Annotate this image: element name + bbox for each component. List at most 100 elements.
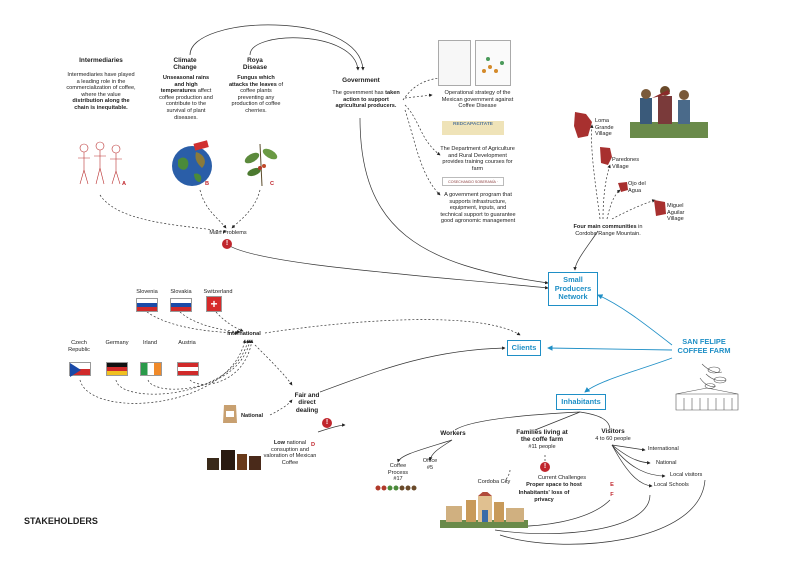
families-count: #11 people: [528, 444, 556, 450]
roya-title-1: Roya: [247, 57, 263, 64]
coffee-bag-icon: [223, 405, 237, 423]
fair-direct-dealing-label: Fair and direct dealing: [290, 392, 324, 414]
government-banner-1: REDCAPACITATE: [442, 121, 504, 135]
flag-slovakia-icon: [170, 298, 192, 312]
workers-title: Workers: [440, 430, 466, 437]
village-map-ojo-del-agua: [618, 182, 628, 192]
government-banner-2: COSECHANDO SOBERANÍA · SEGALMEX: [442, 177, 504, 186]
government-item-3: A government program that supports infra…: [440, 192, 516, 225]
village-map-loma-grande: [574, 112, 592, 138]
flag-ireland-icon: [140, 362, 162, 376]
visitor-type-local-schools: Local Schools: [654, 482, 689, 488]
village-4-name-3: Village: [667, 216, 684, 223]
government-item-1: Operational strategy of the Mexican gove…: [441, 90, 514, 110]
flag-switzerland-icon: +: [206, 296, 222, 312]
flag-austria-icon: [177, 362, 199, 376]
earth-globe-illustration: [172, 140, 212, 186]
roya-text-rest: of coffee plants preventing any producti…: [231, 81, 284, 114]
intermediaries-text-1: Intermediaries have played a leading rol…: [66, 72, 136, 98]
climate-title-2: Change: [173, 64, 197, 72]
intermediaries-title: Intermediaries: [79, 57, 123, 64]
climate-text-rest: affect coffee production and contribute …: [159, 88, 213, 121]
main-problems-label: Main Problems: [209, 230, 247, 236]
challenge-item-2: Inhabitants' loss of privacy: [518, 490, 570, 503]
intermediaries-illustration: [78, 141, 122, 185]
san-felipe-coffee-farm-title[interactable]: SAN FELIPE COFFEE FARM: [672, 337, 736, 355]
letter-e: E: [610, 482, 614, 488]
village-map-paredones: [600, 147, 612, 165]
small-producers-network-node[interactable]: Small Producers Network: [548, 272, 598, 306]
climate-title-1: Climate: [173, 57, 197, 64]
village-label-paredones: Paredones Village: [612, 157, 648, 170]
international-hub-label: International: [227, 331, 261, 337]
intermediaries-text: Intermediaries have played a leading rol…: [66, 72, 136, 112]
document-chart-icon: [482, 57, 504, 73]
mexican-coffee-products-illustration: [207, 450, 261, 470]
country-germany: Germany: [105, 340, 129, 346]
national-hub-label: National: [240, 413, 264, 419]
village-2-name-2: Village: [612, 163, 629, 170]
main-problems-alert-icon: !: [222, 239, 232, 249]
village-3-name-2: Agua: [628, 187, 642, 194]
flag-germany-icon: [106, 362, 128, 376]
office-label: Office #5: [418, 458, 442, 471]
visitor-type-international: International: [648, 446, 679, 452]
letter-d: D: [310, 442, 316, 448]
visitors-title: Visitors: [601, 428, 625, 435]
village-4-name-2: Aguilar: [667, 209, 685, 216]
communities-text-rest: in Cordoba Range Mountain.: [575, 224, 643, 237]
visitor-type-national: National: [656, 460, 677, 466]
roya-title: Roya Disease: [235, 57, 275, 72]
communities-text-bold: Four main communities: [573, 224, 637, 230]
cordoba-city-label: Cordoba City: [477, 479, 511, 485]
government-item-2: The Department of Agriculture and Rural …: [440, 146, 515, 172]
letter-b: B: [204, 181, 210, 187]
challenge-item-1: Proper space to host: [526, 482, 582, 488]
low-consumption-text-bold: Low: [273, 440, 285, 446]
country-czech-republic: Czech Republic: [68, 340, 90, 353]
flag-czech-icon: [69, 362, 91, 377]
office-count: #5: [426, 464, 434, 471]
san-felipe-line-1: SAN FELIPE: [682, 337, 726, 346]
fair-line-2: direct: [298, 399, 316, 407]
fair-line-1: Fair and: [294, 392, 320, 399]
climate-text-bold: Unseasonal rains and high temperatures: [160, 75, 210, 95]
visitors-count: 4 to 60 people: [595, 436, 631, 442]
government-text: The government has taken action to suppo…: [330, 90, 402, 110]
roya-text: Fungus which attacks the leaves of coffe…: [228, 75, 284, 115]
village-1-name-2: Grande: [595, 124, 614, 131]
families-title: Families living at the coffe farm: [506, 429, 578, 444]
government-title: Government: [342, 77, 380, 84]
san-felipe-line-2: COFFEE FARM: [677, 346, 731, 355]
inhabitants-node[interactable]: Inhabitants: [556, 394, 606, 410]
coffee-process-label: Coffee Process #17: [380, 463, 416, 483]
cordoba-city-illustration: [440, 492, 528, 528]
country-irland: Irland: [143, 340, 157, 346]
visitor-type-local-visitors: Local visitors: [670, 472, 703, 478]
village-2-name-1: Paredones: [612, 157, 640, 163]
village-map-miguel-aguilar: [654, 200, 666, 216]
climate-text: Unseasonal rains and high temperatures a…: [158, 75, 214, 121]
coffee-process-count: #17: [393, 476, 403, 483]
village-3-name-1: Ojo del: [628, 181, 646, 187]
communities-text: Four main communities in Cordoba Range M…: [566, 224, 650, 237]
government-document-2: [475, 40, 511, 86]
letter-c: C: [269, 181, 275, 187]
country-slovakia: Slovakia: [170, 289, 192, 295]
small-producers-line-1: Small: [563, 275, 583, 285]
coffee-leaf-illustration: [244, 143, 278, 187]
coffee-beans-illustration: [375, 485, 417, 491]
village-label-miguel-aguilar: Miguel Aguilar Village: [667, 203, 699, 223]
low-consumption-text-rest: national consuption and valoration of Me…: [263, 440, 317, 466]
clients-node[interactable]: Clients: [507, 340, 541, 356]
roya-title-2: Disease: [242, 64, 268, 72]
small-producers-line-3: Network: [558, 292, 588, 302]
village-1-name-3: Village: [595, 131, 612, 138]
low-consumption-text: Low national consuption and valoration o…: [262, 440, 318, 466]
village-label-loma-grande: Loma Grande Village: [595, 118, 627, 138]
current-challenges-title: Current Challenges: [537, 475, 587, 481]
country-switzerland: Switzerland: [203, 289, 233, 295]
flag-slovenia-icon: [136, 298, 158, 312]
office-text: Office: [422, 458, 438, 464]
